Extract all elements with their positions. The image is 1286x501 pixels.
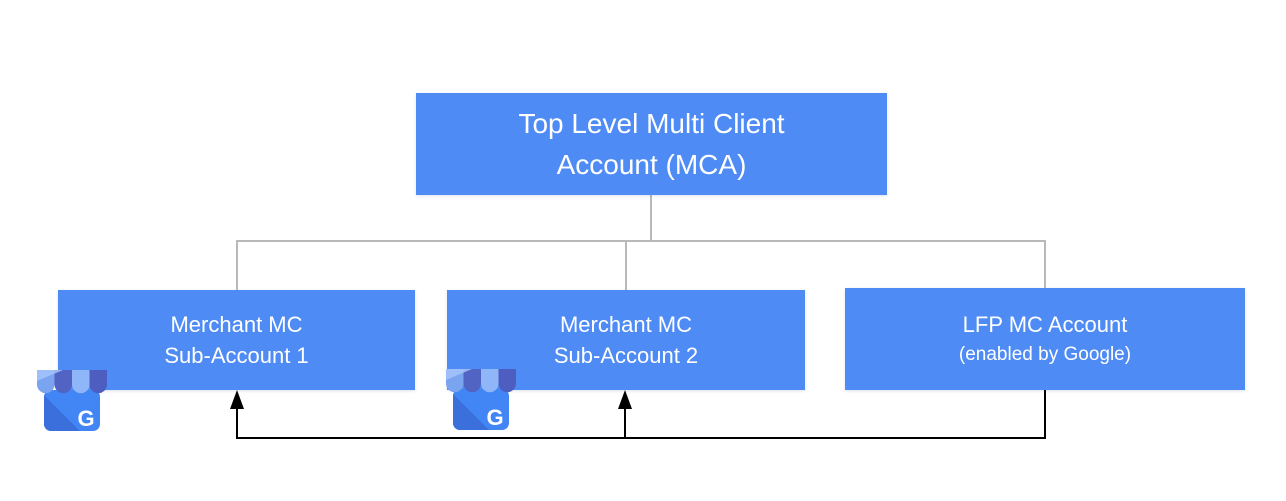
connector-mca-stem: [650, 195, 652, 241]
arrowhead-up-sub2-icon: [618, 390, 632, 409]
google-g-letter: G: [486, 405, 503, 430]
connector-drop-sub2: [625, 240, 627, 290]
node-sub2-line2: Sub-Account 2: [553, 343, 699, 368]
google-g-letter: G: [77, 406, 94, 431]
connector-crossbar: [236, 240, 1046, 242]
connector-drop-lfp: [1044, 240, 1046, 288]
node-sub2-line1: Merchant MC: [559, 312, 693, 337]
node-mca-line2: Account (MCA): [556, 149, 747, 180]
arrow-drop-from-lfp: [1044, 390, 1046, 439]
arrow-shaft-sub1: [236, 404, 238, 439]
node-sub1-line2: Sub-Account 1: [164, 343, 309, 368]
node-sub1-line1: Merchant MC: [170, 312, 303, 337]
node-mca-line1: Top Level Multi Client: [518, 108, 785, 139]
node-lfp-line2: (enabled by Google): [958, 344, 1132, 365]
arrowhead-up-sub1-icon: [230, 390, 244, 409]
arrow-horizontal-line: [236, 437, 1046, 439]
node-lfp-line1: LFP MC Account: [962, 312, 1128, 337]
google-business-profile-icon: G: [37, 365, 107, 431]
connector-drop-sub1: [236, 240, 238, 290]
node-merchant-sub1: Merchant MC Sub-Account 1: [58, 290, 415, 390]
google-business-profile-icon: G: [446, 364, 516, 430]
node-lfp-account: LFP MC Account (enabled by Google): [845, 288, 1245, 390]
arrow-shaft-sub2: [624, 404, 626, 439]
node-mca: Top Level Multi Client Account (MCA): [416, 93, 887, 195]
